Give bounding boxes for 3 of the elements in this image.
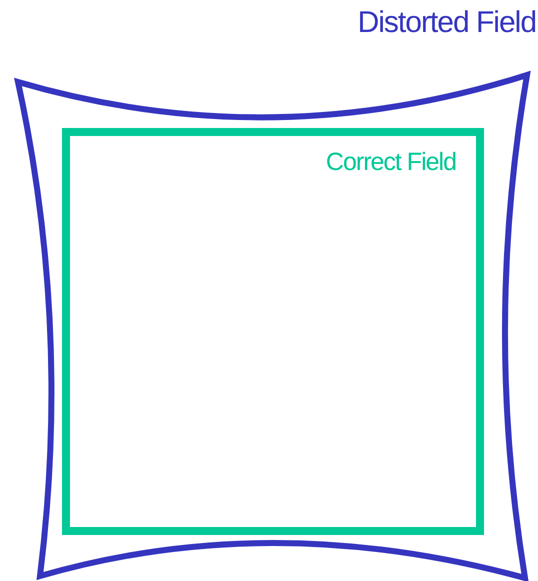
square-outline: [62, 128, 484, 535]
field-label: Distorted Field: [358, 8, 536, 38]
field-label: Correct Field: [326, 150, 456, 175]
